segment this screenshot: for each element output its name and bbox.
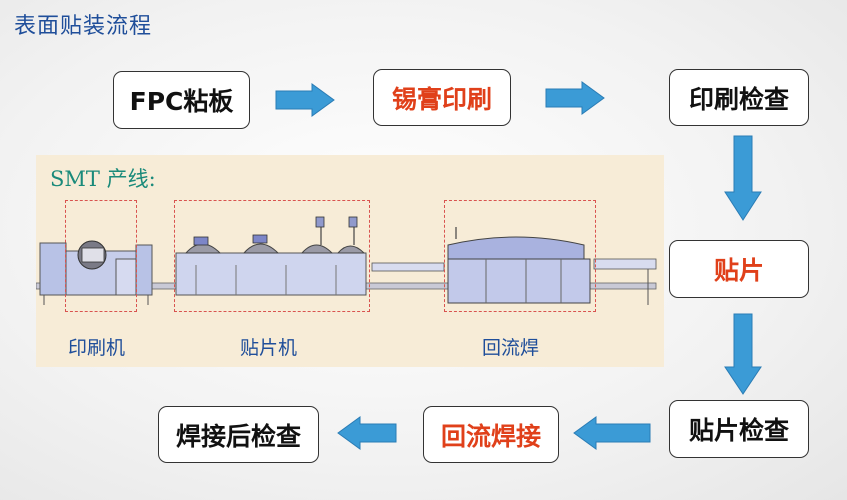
step-solder-print-box: 锡膏印刷 xyxy=(373,69,511,126)
arrow-left-icon xyxy=(573,416,651,450)
step-reflow-box: 回流焊接 xyxy=(423,406,559,463)
arrow-down-icon xyxy=(724,135,762,221)
mounter-highlight-box xyxy=(174,200,370,312)
printer-highlight-box xyxy=(65,200,137,312)
step-post-check-box: 焊接后检查 xyxy=(158,406,319,463)
stage-label-mounter: 贴片机 xyxy=(240,337,298,359)
arrow-right-icon xyxy=(275,83,335,117)
step-mount-box: 贴片 xyxy=(669,240,809,298)
step-print-check-box: 印刷检查 xyxy=(669,69,809,126)
stage-label-printer: 印刷机 xyxy=(68,337,126,359)
step-mount-check-box: 贴片检查 xyxy=(669,400,809,458)
arrow-left-icon xyxy=(337,416,397,450)
smt-line-illustration xyxy=(36,216,657,305)
reflow-highlight-box xyxy=(444,200,596,312)
smt-line-label: SMT 产线: xyxy=(50,167,156,191)
smt-line-panel: SMT 产线: xyxy=(36,155,664,367)
stage-label-reflow: 回流焊 xyxy=(482,337,540,359)
page-title: 表面贴装流程 xyxy=(14,14,153,39)
step-fpc-box: FPC粘板 xyxy=(113,71,250,129)
arrow-right-icon xyxy=(545,81,605,115)
arrow-down-icon xyxy=(724,313,762,395)
